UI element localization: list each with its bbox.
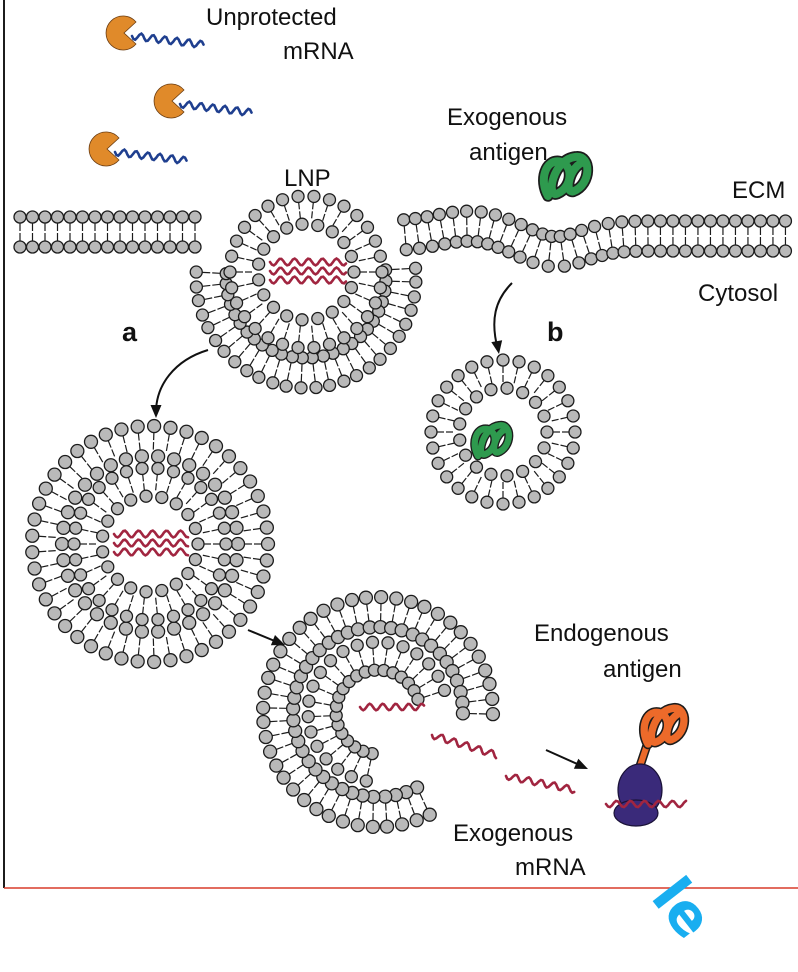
endogenous-antigen-label-1: Endogenous (534, 620, 669, 647)
pathway-a-label: a (122, 317, 138, 347)
lnp-endosome (25, 418, 276, 670)
released-mrna (358, 702, 576, 795)
plasma-membrane (13, 204, 793, 273)
exogenous-antigen-label-1: Exogenous (447, 104, 568, 131)
endogenous-antigen-label-2: antigen (603, 656, 682, 683)
exogenous-mrna-label-2: mRNA (515, 854, 586, 881)
pathway-b-label: b (547, 317, 564, 347)
antigen-endosome (424, 353, 582, 511)
cytosol-label: Cytosol (698, 280, 779, 307)
lnp-label: LNP (284, 165, 331, 192)
unprotected-mrna-label-1: Unprotected (206, 4, 337, 31)
unprotected-mrna-group (88, 15, 253, 167)
ribosome (604, 763, 688, 827)
exogenous-mrna-label-1: Exogenous (453, 820, 574, 847)
endogenous-antigen-protein (635, 703, 690, 771)
unprotected-mrna-label-2: mRNA (283, 38, 354, 65)
arrows (150, 282, 588, 769)
ecm-label: ECM (732, 177, 786, 204)
lnp-endocytosis (189, 189, 423, 395)
exogenous-antigen-protein (538, 151, 594, 202)
exogenous-antigen-label-2: antigen (469, 139, 548, 166)
endosomal-escape (255, 589, 501, 835)
